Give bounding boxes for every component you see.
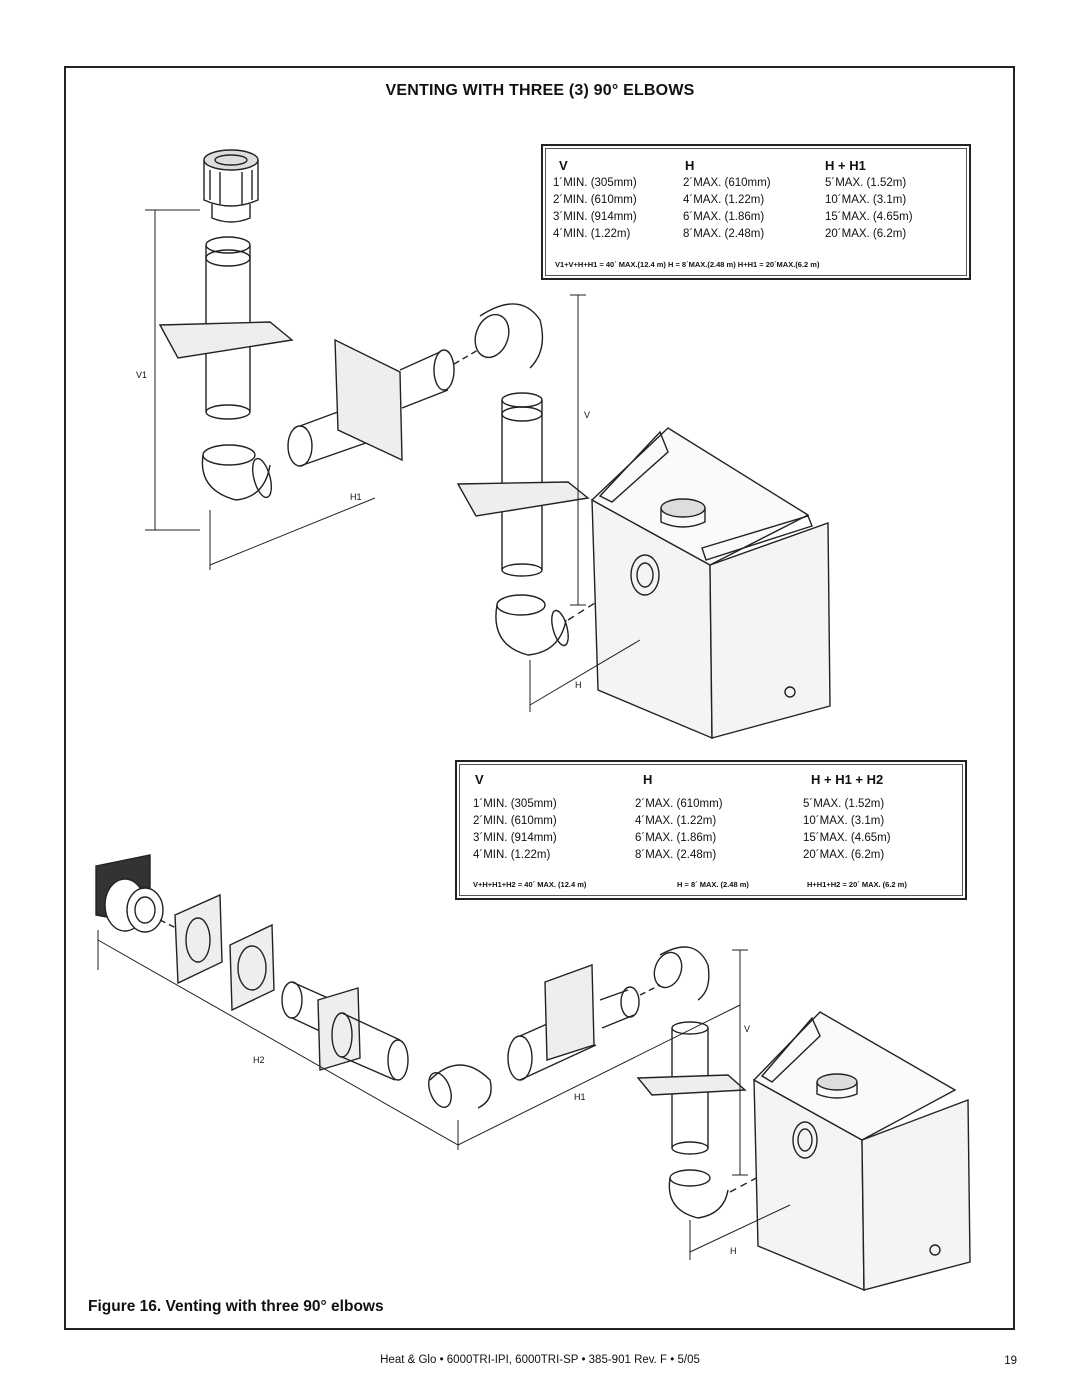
dim-label-h2: H2: [253, 1055, 265, 1065]
firestop-plate-bottom: [636, 1074, 747, 1096]
elbow-lower-left: [201, 444, 273, 501]
wall-thimble-bottom-2: [544, 964, 595, 1061]
dimension-lines-bottom: [97, 930, 791, 1260]
header-h: H: [643, 772, 653, 787]
firestop-plate: [158, 321, 294, 359]
dim-label-h-top: H: [575, 680, 582, 690]
horizontal-pipe-through-wall: [399, 349, 455, 409]
wall-plate-1: [174, 893, 223, 985]
elbow-upper-right: [474, 303, 544, 369]
cell: 3´MIN. (914mm): [553, 211, 637, 223]
horizontal-pipe-h2b: [331, 1012, 409, 1081]
cell: 10´MAX. (3.1m): [825, 194, 907, 206]
firestop-plate-2: [456, 481, 590, 517]
cell: 2´MAX. (610mm): [683, 177, 771, 189]
table-footer-1: V+H+H1+H2 = 40´ MAX. (12.4 m): [473, 880, 587, 889]
cell: 4´MIN. (1.22m): [473, 849, 551, 861]
cell: 8´MAX. (2.48m): [683, 228, 765, 240]
cell: 10´MAX. (3.1m): [803, 815, 885, 827]
table-footer-3: H+H1+H2 = 20´ MAX. (6.2 m): [807, 880, 907, 889]
top-assembly: [145, 149, 831, 740]
section-title: VENTING WITH THREE (3) 90° ELBOWS: [385, 82, 695, 99]
dimension-lines-top: [145, 209, 641, 712]
elbow-appliance: [495, 594, 569, 656]
cell: 4´MAX. (1.22m): [683, 194, 765, 206]
cell: 15´MAX. (4.65m): [825, 211, 913, 223]
header-h: H: [685, 158, 695, 173]
cell: 2´MAX. (610mm): [635, 798, 723, 810]
dim-label-h-bottom: H: [730, 1246, 737, 1256]
spec-table-top: V H H + H1 1´MIN. (305mm) 2´MAX. (610mm)…: [541, 144, 971, 280]
page-footer: Heat & Glo • 6000TRI-IPI, 6000TRI-SP • 3…: [380, 1354, 700, 1366]
header-v: V: [475, 772, 484, 787]
cell: 5´MAX. (1.52m): [825, 177, 907, 189]
vent-cap-icon: [203, 149, 259, 223]
page-number: 19: [1004, 1355, 1017, 1367]
dim-label-v1: V1: [136, 370, 148, 380]
wall-plate-2: [229, 923, 275, 1012]
table-footer: V1+V+H+H1 = 40´ MAX.(12.4 m) H = 8´MAX.(…: [555, 260, 820, 269]
dim-label-h1-bottom: H1: [574, 1092, 586, 1102]
cell: 5´MAX. (1.52m): [803, 798, 885, 810]
horizontal-termination-icon: [95, 854, 164, 933]
cell: 15´MAX. (4.65m): [803, 832, 891, 844]
bottom-assembly: [95, 854, 971, 1292]
cell: 20´MAX. (6.2m): [825, 228, 907, 240]
cell: 8´MAX. (2.48m): [635, 849, 717, 861]
wall-thimble: [334, 338, 403, 462]
fireplace-appliance-bottom: [752, 1011, 971, 1292]
table-footer-2: H = 8´ MAX. (2.48 m): [677, 880, 749, 889]
cell: 6´MAX. (1.86m): [635, 832, 717, 844]
cell: 2´MIN. (610mm): [473, 815, 557, 827]
wall-thimble-bottom: [317, 987, 361, 1071]
header-v: V: [559, 158, 568, 173]
fireplace-appliance-top: [590, 427, 831, 740]
dim-label-v-bottom: V: [744, 1024, 751, 1034]
cell: 4´MAX. (1.22m): [635, 815, 717, 827]
page-frame: [64, 66, 1015, 1330]
cell: 1´MIN. (305mm): [473, 798, 557, 810]
cell: 4´MIN. (1.22m): [553, 228, 631, 240]
cell: 20´MAX. (6.2m): [803, 849, 885, 861]
figure-caption: Figure 16. Venting with three 90° elbows: [88, 1298, 384, 1315]
dim-label-h1-top: H1: [350, 492, 362, 502]
cell: 2´MIN. (610mm): [553, 194, 637, 206]
cell: 3´MIN. (914mm): [473, 832, 557, 844]
dim-label-v-top: V: [584, 410, 591, 420]
header-h-h1-h2: H + H1 + H2: [811, 772, 884, 787]
cell: 1´MIN. (305mm): [553, 177, 637, 189]
header-h-h1: H + H1: [825, 158, 866, 173]
elbow-middle: [428, 1064, 492, 1109]
spec-table-bottom: V H H + H1 + H2 1´MIN. (305mm) 2´MAX. (6…: [455, 760, 967, 900]
cell: 6´MAX. (1.86m): [683, 211, 765, 223]
elbow-lower-bottom: [668, 1169, 729, 1219]
elbow-upper-bottom: [653, 946, 710, 1001]
